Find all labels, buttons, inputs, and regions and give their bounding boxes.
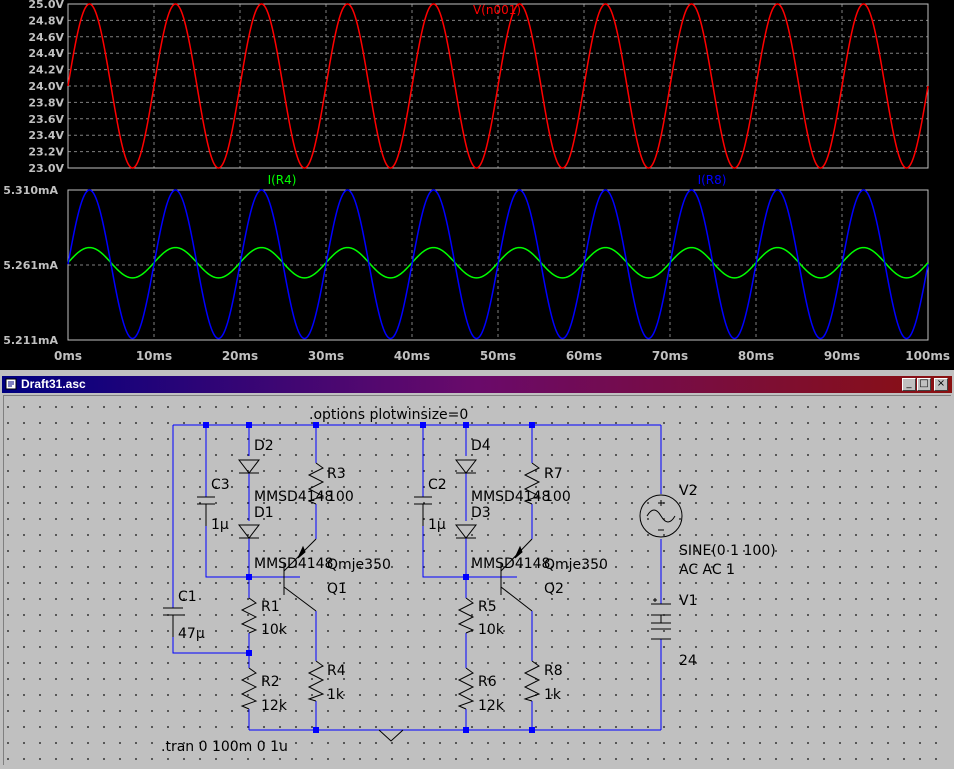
y-tick-label: 5.261mA [3,259,58,272]
x-tick-label: 90ms [824,349,860,363]
r2-ref[interactable]: R2 [261,674,280,690]
x-tick-label: 70ms [652,349,688,363]
q2-ref[interactable]: Q2 [544,581,564,597]
y-tick-label: 5.211mA [3,334,58,347]
schematic-canvas[interactable]: .options plotwinsize=0 .tran 0 100m 0 1u… [3,395,951,765]
c3-ref[interactable]: C3 [211,477,230,493]
plot-grid [68,4,928,340]
junction-dots [203,422,535,733]
c2-value[interactable]: 1µ [428,517,446,533]
x-axis-ticks: 0ms 10ms 20ms 30ms 40ms 50ms 60ms 70ms 80ms 90ms 1… [54,349,950,363]
v1-ref[interactable]: V1 [679,593,697,609]
y-tick-label: 23.4V [28,129,64,142]
pane2-y-ticks: 5.310mA 5.261mA 5.211mA [3,184,58,347]
r5-ref[interactable]: R5 [478,599,497,615]
tran-directive[interactable]: .tran 0 100m 0 1u [161,739,288,755]
pane-splitter[interactable] [0,370,954,374]
d3-value[interactable]: MMSD4148 [471,556,550,572]
x-tick-label: 20ms [222,349,258,363]
d2-value[interactable]: MMSD4148 [254,489,333,505]
trace-label-ir4[interactable]: I(R4) [268,173,297,187]
trace-vn001[interactable] [67,3,929,169]
d4-ref[interactable]: D4 [471,438,491,454]
schematic-svg: .options plotwinsize=0 .tran 0 100m 0 1u… [161,407,776,755]
d2-ref[interactable]: D2 [254,438,274,454]
c1-ref[interactable]: C1 [178,589,197,605]
y-tick-label: 24.8V [28,14,64,27]
pane1-y-ticks: 25.0V 24.8V 24.6V 24.4V 24.2V 24.0V 23.8V 23.6V… [28,0,64,175]
schematic-doc-icon [5,378,17,390]
q1-ref[interactable]: Q1 [327,581,347,597]
x-tick-label: 100ms [905,349,950,363]
x-tick-label: 30ms [308,349,344,363]
window-title: Draft31.asc [21,377,86,391]
y-tick-label: 5.310mA [3,184,58,197]
r4-ref[interactable]: R4 [327,663,346,679]
trace-label-ir8[interactable]: I(R8) [698,173,727,187]
c1-value[interactable]: 47µ [178,626,205,642]
d3-ref[interactable]: D3 [471,505,491,521]
x-tick-label: 60ms [566,349,602,363]
r2-value[interactable]: 12k [261,698,288,714]
x-tick-label: 0ms [54,349,82,363]
r7-value[interactable]: 100 [544,489,571,505]
window-titlebar[interactable]: Draft31.asc _ □ × [2,376,952,393]
r5-value[interactable]: 10k [478,622,505,638]
r1-value[interactable]: 10k [261,622,288,638]
y-tick-label: 24.4V [28,47,64,60]
y-tick-label: 24.6V [28,31,64,44]
y-tick-label: 23.0V [28,162,64,175]
r6-value[interactable]: 12k [478,698,505,714]
maximize-button[interactable]: □ [917,378,931,391]
q1-value[interactable]: Qmje350 [327,557,391,573]
v2-value2[interactable]: AC AC 1 [679,562,735,578]
r7-ref[interactable]: R7 [544,466,563,482]
r8-value[interactable]: 1k [544,687,562,703]
r4-value[interactable]: 1k [327,687,345,703]
r3-ref[interactable]: R3 [327,466,346,482]
schematic-window: Draft31.asc _ □ × [0,374,954,766]
x-tick-label: 80ms [738,349,774,363]
close-button[interactable]: × [934,378,948,391]
y-tick-label: 23.8V [28,96,64,109]
c3-value[interactable]: 1µ [211,517,229,533]
wires [172,424,662,731]
plot-traces [67,3,929,340]
q2-value[interactable]: Qmje350 [544,557,608,573]
d1-ref[interactable]: D1 [254,505,274,521]
v1-value[interactable]: 24 [679,653,697,669]
v2-value[interactable]: SINE(0 1 100) [679,543,776,559]
r8-ref[interactable]: R8 [544,663,563,679]
r3-value[interactable]: 100 [327,489,354,505]
x-tick-label: 50ms [480,349,516,363]
trace-label-vn001[interactable]: V(n001) [473,3,521,17]
trace-ir8[interactable] [67,189,929,340]
d1-value[interactable]: MMSD4148 [254,556,333,572]
x-tick-label: 10ms [136,349,172,363]
waveform-svg: 25.0V 24.8V 24.6V 24.4V 24.2V 24.0V 23.8V 23.6V… [3,0,950,363]
y-tick-label: 23.6V [28,113,64,126]
x-tick-label: 40ms [394,349,430,363]
r6-ref[interactable]: R6 [478,674,497,690]
waveform-viewer[interactable]: 25.0V 24.8V 24.6V 24.4V 24.2V 24.0V 23.8V 23.6V… [0,0,954,370]
symbols [163,459,683,742]
r1-ref[interactable]: R1 [261,599,280,615]
v2-ref[interactable]: V2 [679,483,697,499]
y-tick-label: 24.0V [28,80,64,93]
c2-ref[interactable]: C2 [428,477,447,493]
d4-value[interactable]: MMSD4148 [471,489,550,505]
y-tick-label: 25.0V [28,0,64,11]
options-directive[interactable]: .options plotwinsize=0 [309,407,468,423]
y-tick-label: 24.2V [28,64,64,77]
y-tick-label: 23.2V [28,146,64,159]
minimize-button[interactable]: _ [902,378,916,391]
